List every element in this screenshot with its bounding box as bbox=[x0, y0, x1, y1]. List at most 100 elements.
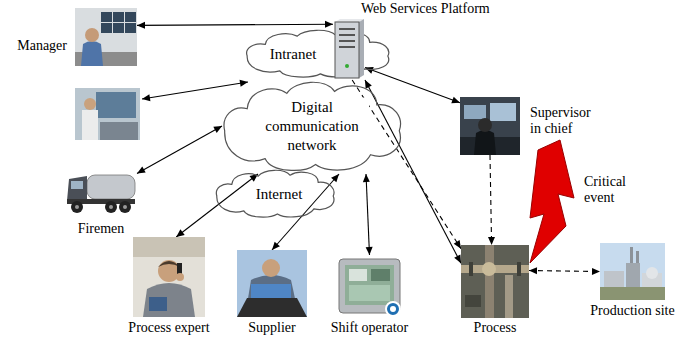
wheel bbox=[119, 201, 131, 213]
server-side bbox=[359, 19, 364, 78]
photo-ground bbox=[460, 97, 520, 155]
arrow-head bbox=[454, 240, 461, 249]
hub bbox=[75, 205, 79, 209]
expert-node: Process expert bbox=[133, 237, 205, 317]
supplier-node: Supplier bbox=[237, 250, 307, 317]
arrow-head bbox=[365, 67, 374, 74]
building bbox=[626, 263, 640, 287]
arrow-head bbox=[176, 229, 184, 237]
tank bbox=[646, 267, 658, 279]
lab-panel bbox=[96, 92, 136, 118]
badge bbox=[386, 302, 400, 316]
site-node: Production site bbox=[600, 243, 665, 300]
person bbox=[474, 130, 496, 155]
lightning-bolt bbox=[530, 140, 574, 263]
ground bbox=[600, 287, 665, 300]
node-label: Supplier bbox=[248, 320, 295, 336]
connector bbox=[176, 174, 258, 237]
lab-worker bbox=[82, 110, 98, 140]
firemen-picture bbox=[65, 163, 137, 215]
monitor bbox=[101, 23, 112, 33]
dashed-connector bbox=[529, 270, 600, 272]
arrow-head bbox=[529, 267, 537, 274]
photo-ground bbox=[75, 8, 137, 66]
server-light bbox=[345, 64, 349, 68]
monitor bbox=[101, 12, 112, 22]
arrow-head bbox=[137, 22, 145, 29]
arrow-head bbox=[488, 237, 495, 245]
lab-worker-head bbox=[84, 98, 96, 110]
supervisor-node: Supervisor in chief bbox=[460, 97, 520, 155]
sky bbox=[600, 243, 665, 300]
notebook bbox=[149, 297, 167, 311]
cloud-shape bbox=[216, 170, 334, 217]
server-slot bbox=[339, 34, 355, 36]
pipe bbox=[505, 275, 513, 318]
connector bbox=[366, 174, 370, 255]
supervisor-picture bbox=[460, 97, 520, 155]
screen-item bbox=[371, 269, 390, 281]
lab-machine bbox=[100, 122, 138, 140]
node-label: Process bbox=[474, 320, 517, 336]
server-front bbox=[335, 22, 359, 78]
person bbox=[143, 283, 195, 317]
screen-item bbox=[349, 285, 390, 301]
monitor bbox=[125, 12, 136, 22]
stack bbox=[636, 251, 639, 263]
process-picture bbox=[461, 245, 529, 318]
node-label: Firemen bbox=[78, 221, 125, 237]
arrow-head bbox=[240, 80, 248, 87]
cloud-label: Internet bbox=[254, 184, 305, 203]
network-cloud: Internet bbox=[215, 168, 335, 219]
expert-picture bbox=[133, 237, 205, 317]
cloud-label: Digital communication network bbox=[255, 98, 369, 155]
arrow-head bbox=[592, 268, 600, 275]
server-slot bbox=[339, 46, 355, 48]
connector bbox=[137, 24, 333, 25]
hub bbox=[123, 205, 127, 209]
hub bbox=[109, 205, 113, 209]
photo-ground bbox=[133, 237, 205, 317]
lab-link bbox=[142, 82, 248, 99]
tanker bbox=[87, 175, 135, 199]
node-label: Shift operator bbox=[331, 320, 408, 336]
monitor bbox=[113, 12, 124, 22]
cloud-label: Intranet bbox=[268, 44, 319, 63]
arrow-head bbox=[451, 97, 460, 104]
manager-node: Manager bbox=[75, 8, 137, 66]
stack bbox=[630, 247, 633, 263]
arrow-head bbox=[454, 255, 461, 264]
server-slot bbox=[339, 40, 355, 42]
cloud-shape bbox=[247, 30, 389, 77]
shelf bbox=[133, 237, 205, 257]
network-cloud: Digital communication network bbox=[222, 78, 402, 174]
laptop bbox=[237, 298, 307, 317]
server-picture bbox=[333, 18, 365, 80]
operator-picture bbox=[337, 255, 402, 317]
head bbox=[262, 259, 280, 277]
network-cloud: Intranet bbox=[245, 28, 390, 79]
flange bbox=[517, 262, 521, 276]
arrow-head bbox=[142, 94, 150, 101]
arrow-head bbox=[213, 126, 222, 133]
server-node: Web Services Platform bbox=[333, 18, 365, 80]
node-label: Manager bbox=[17, 38, 67, 54]
head bbox=[478, 118, 492, 132]
connector bbox=[365, 80, 461, 263]
tablet-screen bbox=[345, 265, 394, 305]
arrow-head bbox=[272, 242, 280, 250]
cab bbox=[67, 176, 87, 201]
head bbox=[85, 28, 99, 42]
node-label: Production site bbox=[590, 303, 674, 319]
wheel bbox=[105, 201, 117, 213]
lab-photo bbox=[75, 88, 140, 140]
badge-dot bbox=[390, 306, 396, 312]
flange bbox=[469, 262, 473, 276]
server-slot bbox=[339, 28, 355, 30]
laptop-screen bbox=[251, 284, 291, 300]
arrow-head bbox=[366, 247, 373, 255]
arrow-head bbox=[365, 80, 372, 89]
photo-ground bbox=[237, 250, 307, 317]
arrow-head bbox=[137, 166, 146, 173]
building bbox=[604, 271, 624, 287]
